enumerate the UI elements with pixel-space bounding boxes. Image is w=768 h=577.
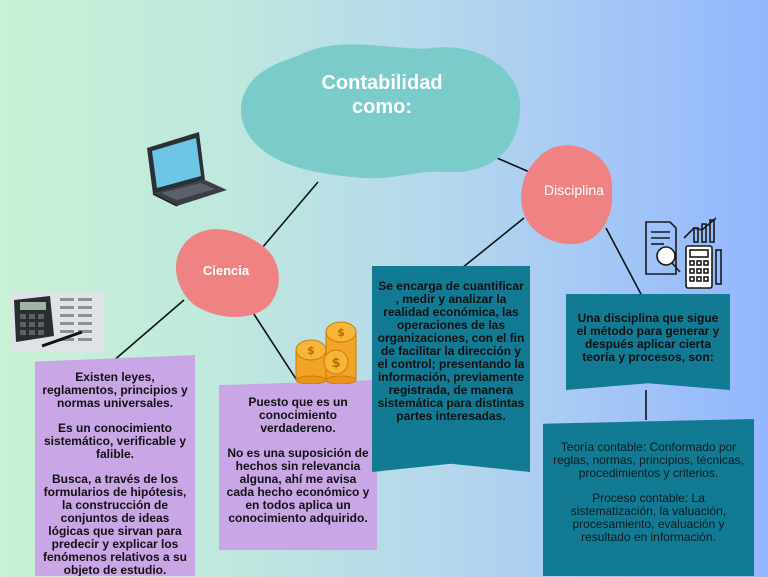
card-paragraph: Busca, a través de los formularios de hi… (42, 472, 188, 577)
connector-main-ciencia (261, 181, 319, 249)
connector-disciplina-card3 (461, 217, 525, 269)
definition-card: Se encarga de cuantificar , medir y anal… (372, 266, 530, 472)
gold-coins-icon: $ $ $ (295, 321, 357, 384)
main-title: Contabilidad como: (321, 72, 443, 118)
disciplina-theory-card: Teoría contable: Conformado por reglas, … (543, 419, 754, 576)
card-paragraph: Una disciplina que sigue el método para … (576, 311, 720, 364)
svg-text:$: $ (307, 344, 315, 357)
laptop-icon (147, 132, 227, 207)
card-paragraph: No es una suposición de hechos sin relev… (226, 446, 370, 525)
card-paragraph: Es un conocimiento sistemático, verifica… (43, 421, 187, 461)
financial-analysis-icon (645, 217, 722, 289)
disciplina-label: Disciplina (544, 182, 604, 198)
connector-ciencia-card1 (111, 299, 185, 363)
ciencia-label: Ciencia (202, 262, 250, 278)
card-paragraph: Puesto que es un conocimiento verdaderen… (248, 395, 348, 435)
ciencia-knowledge-card: Puesto que es un conocimiento verdaderen… (219, 380, 377, 550)
disciplina-method-card: Una disciplina que sigue el método para … (566, 294, 730, 390)
card-paragraph: Se encarga de cuantificar , medir y anal… (377, 279, 525, 423)
ciencia-node: Ciencia (170, 226, 282, 318)
ciencia-laws-card: Existen leyes, reglamentos, principios y… (35, 355, 195, 576)
disciplina-node: Disciplina (520, 143, 612, 247)
connector-ciencia-card2 (247, 304, 299, 383)
calculator-paper-icon (12, 292, 104, 352)
card-paragraph: Existen leyes, reglamentos, principios y… (42, 370, 188, 410)
svg-text:$: $ (337, 326, 345, 339)
connector-disciplina-card4 (605, 227, 643, 297)
main-topic-blob: Contabilidad como: (232, 42, 522, 182)
svg-text:$: $ (331, 356, 340, 371)
card-paragraph: Proceso contable: La sistematización, la… (570, 491, 727, 544)
card-paragraph: Teoría contable: Conformado por reglas, … (553, 440, 744, 480)
